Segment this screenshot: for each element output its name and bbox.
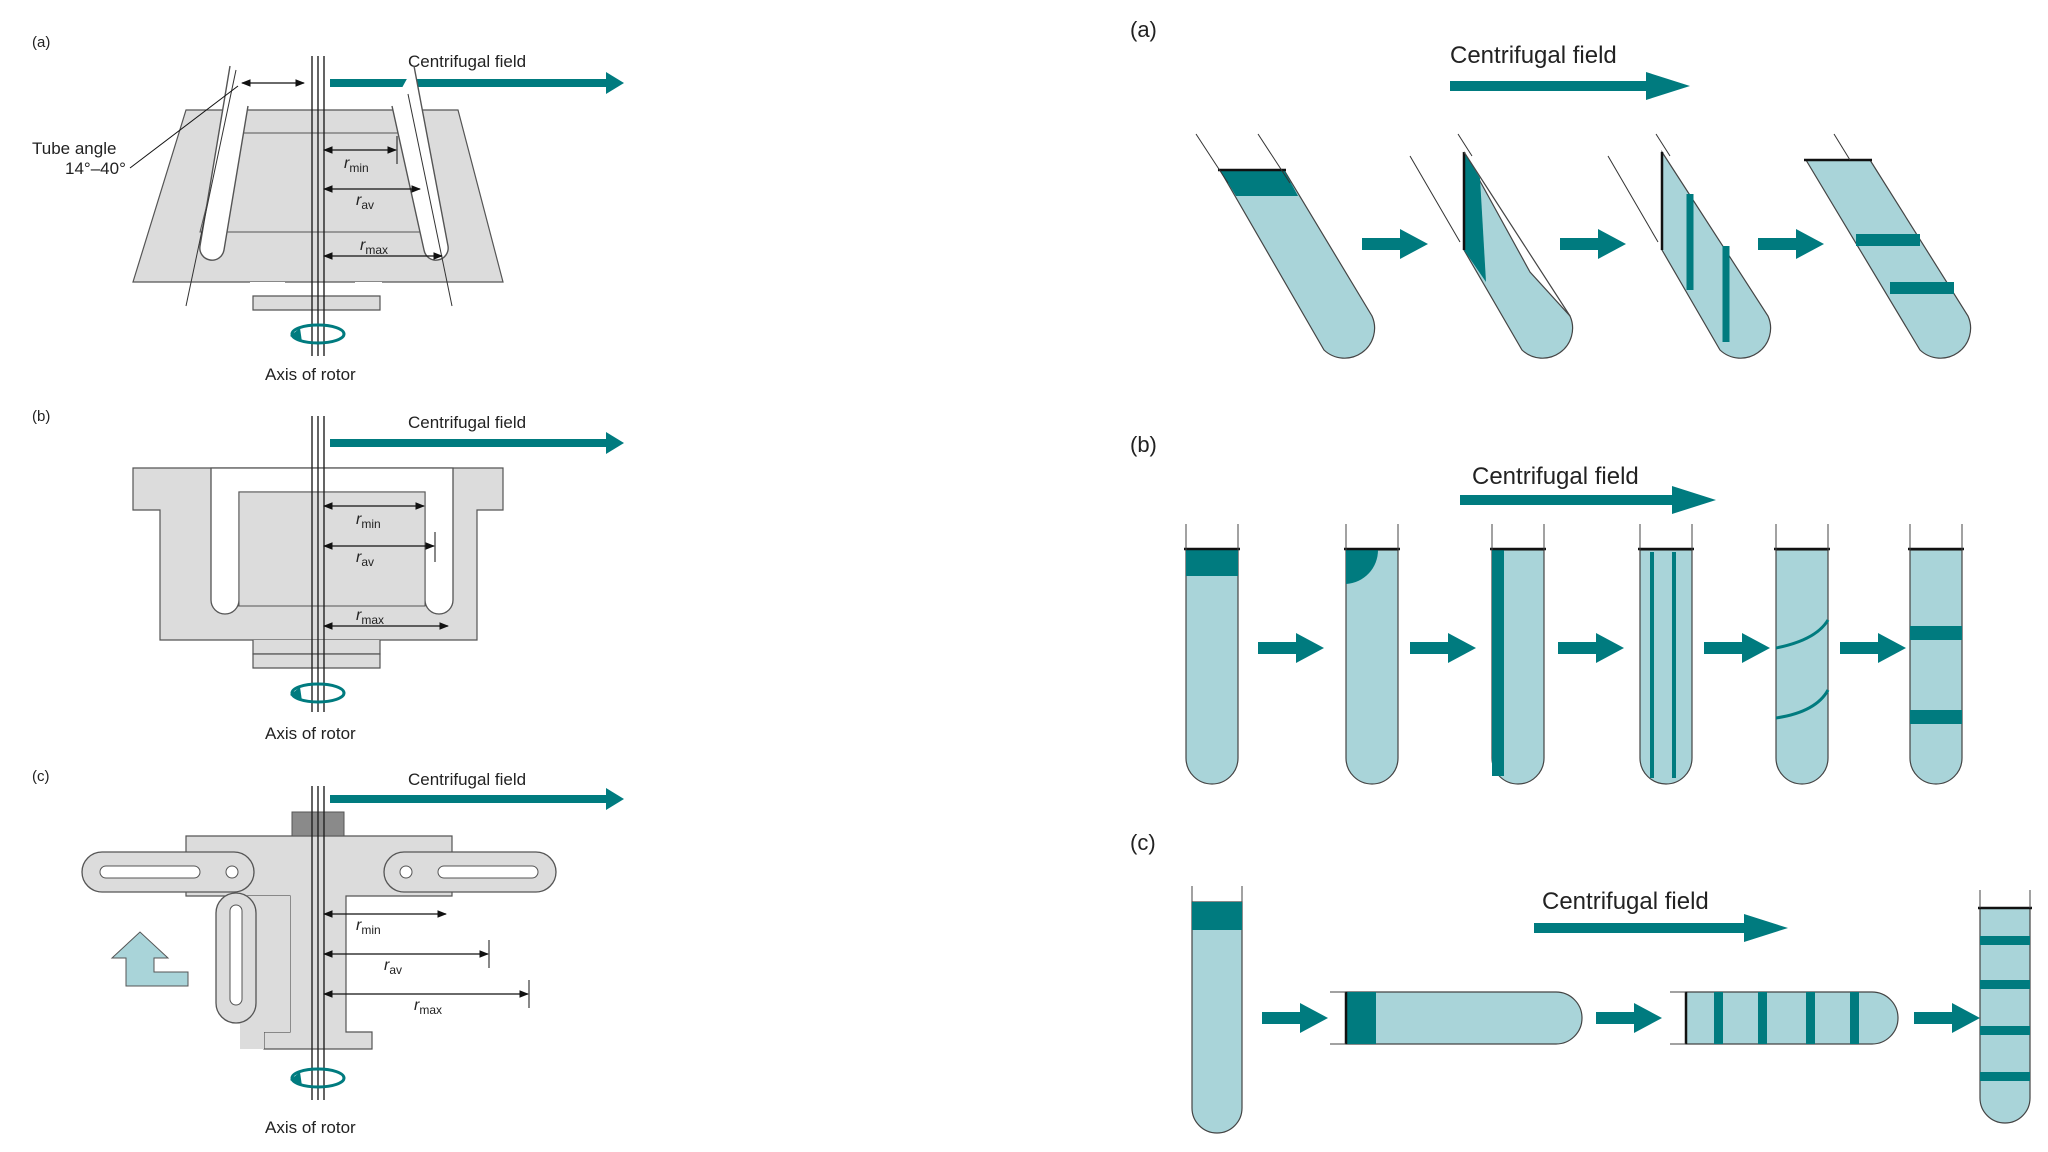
centrifugal-field-arrowhead	[1646, 72, 1690, 100]
panel-label: (a)	[32, 34, 50, 51]
centrifugal-field-arrow	[1460, 495, 1680, 505]
centrifugal-field-label: Centrifugal field	[1542, 888, 1709, 915]
process-arrow	[1362, 229, 1428, 259]
centrifugal-field-arrowhead	[1744, 914, 1788, 942]
svg-text:rav: rav	[356, 192, 374, 212]
centrifugal-field-arrow	[1450, 81, 1650, 91]
centrifugal-field-label: Centrifugal field	[1472, 463, 1639, 490]
r-min-dimension: rmin	[323, 910, 447, 937]
vertical-tube-1	[1184, 524, 1240, 785]
panel-label: (c)	[1130, 830, 1156, 855]
right-panel-a: (a) Centrifugal field	[1130, 17, 1972, 359]
swing-direction-icon	[110, 931, 189, 987]
process-arrow	[1704, 633, 1770, 663]
process-arrow	[1558, 633, 1624, 663]
r-max-dimension: rmax	[323, 980, 530, 1017]
process-arrow	[1258, 633, 1324, 663]
r-max-dimension: rmax	[323, 237, 443, 260]
r-av-dimension: rav	[323, 532, 436, 569]
rotor-hub	[252, 653, 381, 669]
svg-text:rav: rav	[356, 549, 374, 569]
swing-tube-start	[1191, 886, 1243, 1134]
fixed-angle-tube-3	[1607, 133, 1772, 359]
rotor-axis	[311, 56, 325, 356]
centrifugal-field-label: Centrifugal field	[408, 413, 526, 432]
swing-tube-horizontal-1	[1330, 991, 1583, 1045]
panel-label: (b)	[1130, 432, 1157, 457]
r-min-dimension: rmin	[323, 136, 398, 175]
axis-label: Axis of rotor	[265, 365, 356, 384]
right-panel-c: (c) Centrifugal field	[1130, 830, 2032, 1134]
left-panel-a: (a) Centrifugal field Axis of rotor Tube…	[32, 34, 624, 384]
centrifugal-field-label: Centrifugal field	[1450, 42, 1617, 69]
process-arrow	[1262, 1003, 1328, 1033]
swing-tube-horizontal-2	[1670, 991, 1899, 1045]
centrifugal-field-label: Centrifugal field	[408, 52, 526, 71]
process-arrow	[1758, 229, 1824, 259]
swing-bucket-left-vertical	[215, 892, 257, 1024]
r-max-dimension: rmax	[323, 607, 449, 630]
vertical-tube-6	[1908, 524, 1964, 785]
r-av-dimension: rav	[323, 185, 421, 212]
svg-text:rmax: rmax	[414, 997, 442, 1017]
swing-bucket-right	[383, 851, 557, 893]
process-arrow	[1914, 1003, 1980, 1033]
tube-angle-title: Tube angle	[32, 139, 116, 158]
centrifugal-field-arrowhead	[606, 788, 624, 810]
tube-cavity-left	[199, 65, 249, 261]
centrifugal-field-arrowhead	[606, 432, 624, 454]
swing-bucket-left-horizontal	[81, 851, 255, 893]
centrifugal-field-arrowhead	[606, 72, 624, 94]
svg-text:rmax: rmax	[360, 237, 388, 257]
svg-text:rav: rav	[384, 957, 402, 977]
svg-text:rmin: rmin	[356, 511, 381, 531]
tube-angle-range: 14°–40°	[65, 159, 126, 178]
fixed-angle-tube-1	[1195, 133, 1376, 359]
fixed-angle-tube-2	[1409, 133, 1574, 359]
vertical-tube-3	[1490, 524, 1546, 785]
svg-text:rmin: rmin	[344, 155, 369, 175]
process-arrow	[1840, 633, 1906, 663]
rotation-arrow-icon	[290, 1067, 346, 1089]
right-panel-b: (b) Centrifugal field	[1130, 432, 1964, 785]
vertical-tube-4	[1638, 524, 1694, 785]
rotation-arrow-icon	[290, 323, 346, 345]
axis-label: Axis of rotor	[265, 1118, 356, 1137]
panel-label: (b)	[32, 408, 50, 425]
process-arrow	[1560, 229, 1626, 259]
r-av-dimension: rav	[323, 940, 490, 977]
process-arrow	[1596, 1003, 1662, 1033]
svg-text:rmin: rmin	[356, 917, 381, 937]
rotor-axis	[311, 416, 325, 712]
r-min-dimension: rmin	[323, 502, 425, 531]
left-panel-c: (c) Centrifugal field	[32, 768, 624, 1137]
vertical-tube-5	[1774, 524, 1830, 785]
centrifugal-field-arrow	[1534, 923, 1752, 933]
vertical-tube-2	[1344, 524, 1400, 785]
svg-text:rmax: rmax	[356, 607, 384, 627]
swing-tube-end	[1978, 890, 2032, 1124]
axis-label: Axis of rotor	[265, 724, 356, 743]
fixed-angle-tube-4	[1804, 133, 1972, 359]
centrifugal-field-arrowhead	[1672, 486, 1716, 514]
panel-label: (c)	[32, 768, 50, 785]
left-panel-b: (b) Centrifugal field Axis of rotor rmin…	[32, 408, 624, 743]
panel-label: (a)	[1130, 17, 1157, 42]
rotor-hub	[252, 295, 381, 311]
rotor-axis	[311, 786, 325, 1100]
process-arrow	[1410, 633, 1476, 663]
rotation-arrow-icon	[290, 682, 346, 704]
centrifugal-field-label: Centrifugal field	[408, 770, 526, 789]
